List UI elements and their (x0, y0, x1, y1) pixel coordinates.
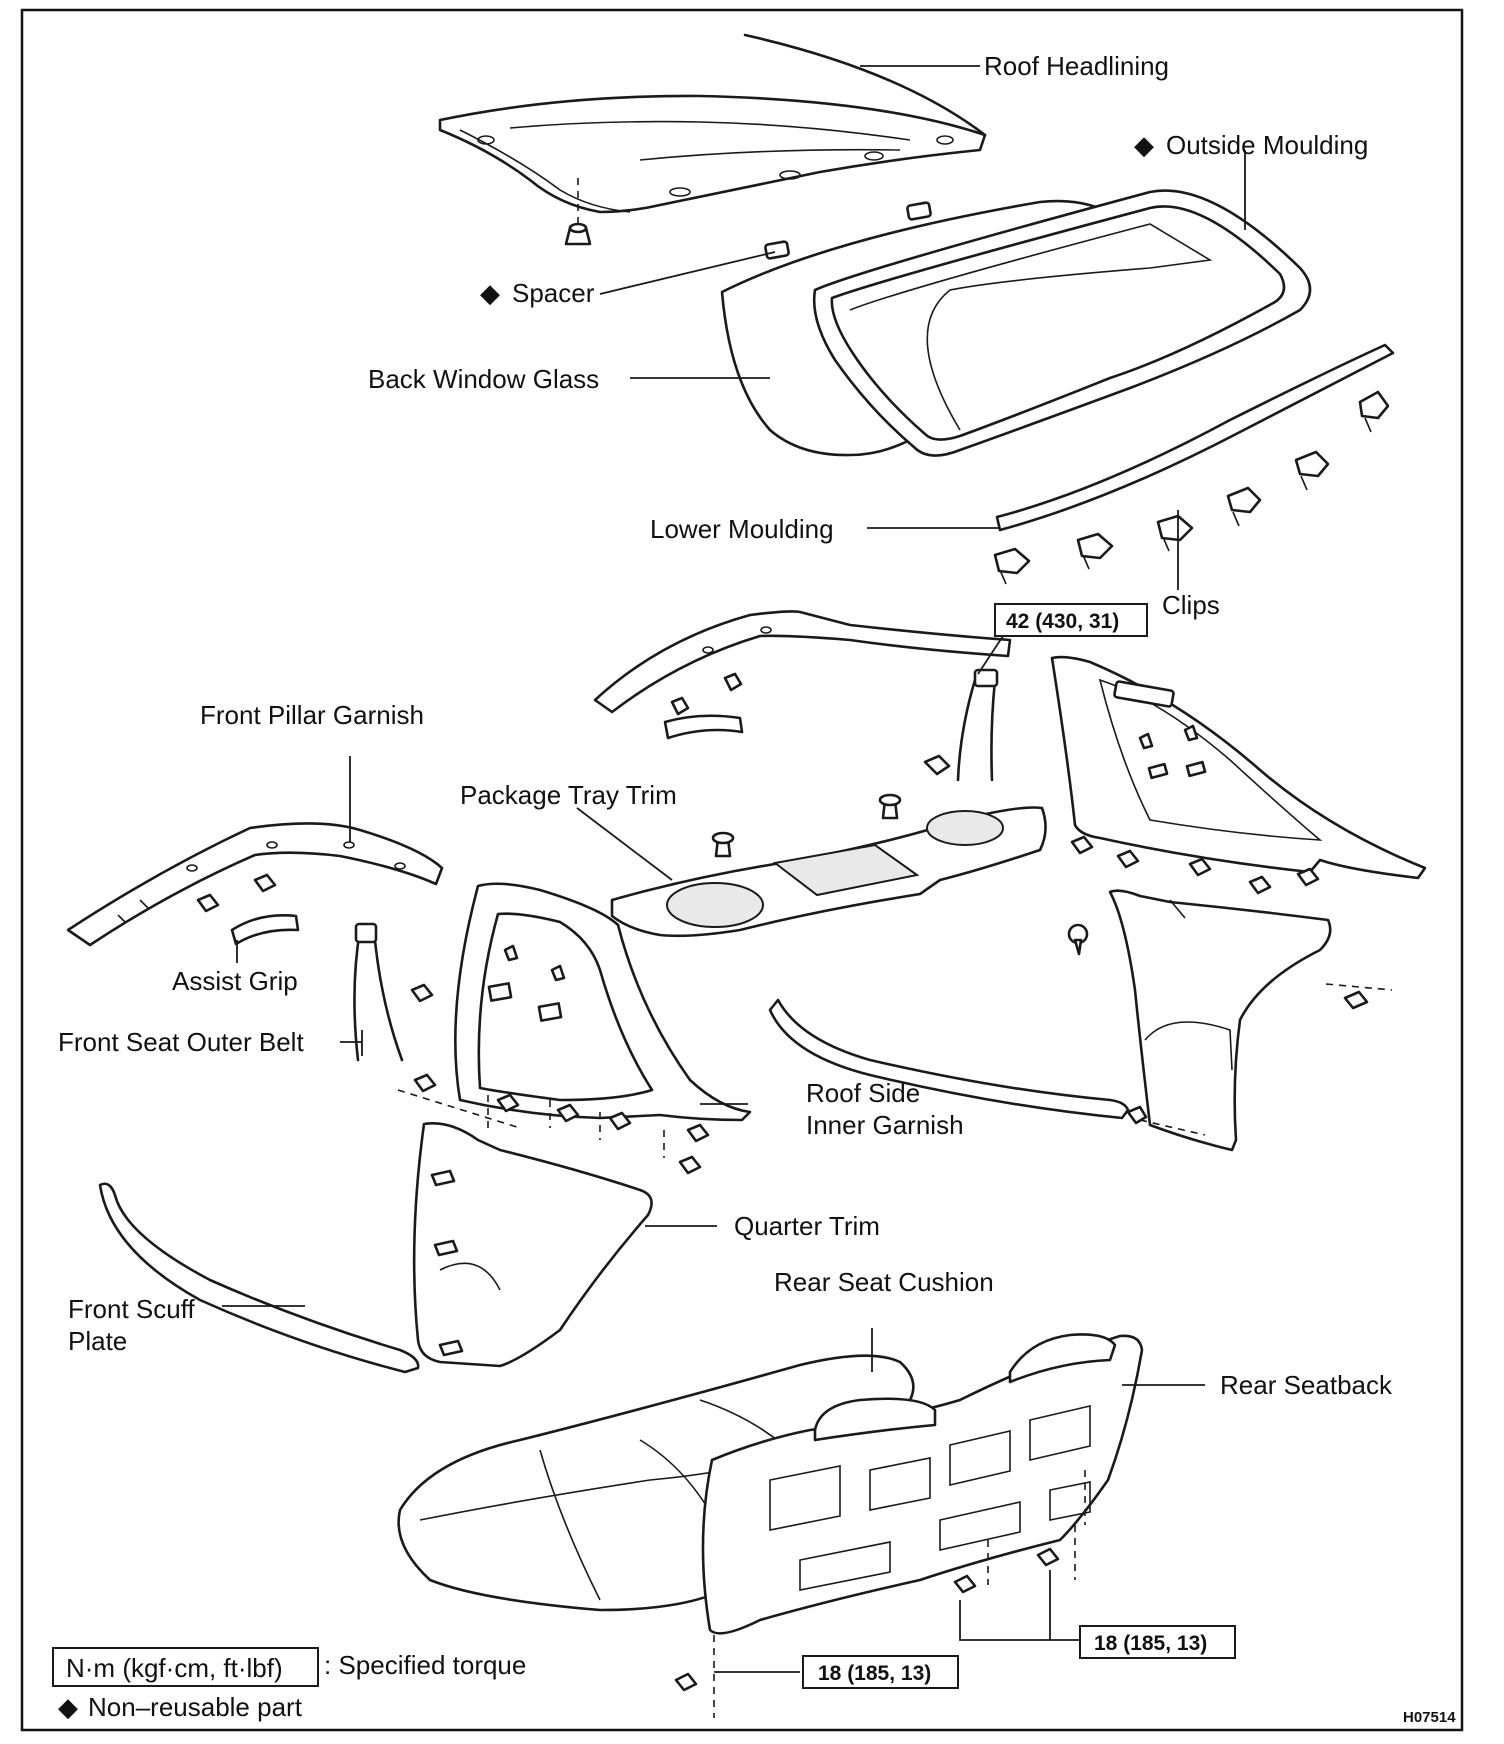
torque-seatback-bolts: 18 (185, 13) (1094, 1632, 1207, 1655)
torque-box-belt-anchor (994, 603, 1148, 637)
label-roof-side-inner-garnish-2: Inner Garnish (806, 1110, 964, 1140)
non-reusable-symbol: ◆ (480, 278, 500, 308)
front-scuff-plate (98, 1182, 420, 1374)
legend-non-reusable-desc: Non–reusable part (88, 1692, 303, 1722)
label-rear-seat-cushion: Rear Seat Cushion (774, 1267, 994, 1297)
label-lower-moulding: Lower Moulding (650, 514, 834, 544)
label-rear-seatback: Rear Seatback (1220, 1370, 1393, 1400)
label-front-pillar-garnish: Front Pillar Garnish (200, 700, 424, 730)
torque-box-seatback-bolts (1079, 1625, 1236, 1659)
torque-seat-lower-bolt: 18 (185, 13) (818, 1662, 931, 1685)
diagram-frame (20, 8, 1464, 1732)
legend-torque-box (52, 1647, 319, 1687)
spacers (764, 201, 932, 260)
label-clips: Clips (1162, 590, 1220, 620)
roof-side-inner-garnish-left (397, 882, 752, 1175)
label-front-scuff-plate-2: Plate (68, 1326, 127, 1356)
roof-side-inner-garnish-strip (768, 998, 1130, 1120)
package-tray-trim (610, 793, 1047, 938)
assist-grip (196, 873, 300, 946)
quarter-trim-left (412, 1122, 653, 1368)
upper-roof-side-garnish (593, 610, 1012, 740)
label-spacer: Spacer (512, 278, 595, 308)
label-front-seat-outer-belt: Front Seat Outer Belt (58, 1027, 304, 1057)
rear-seatback (674, 1333, 1144, 1718)
label-outside-moulding: Outside Moulding (1166, 130, 1368, 160)
roof-side-inner-garnish-right (1050, 655, 1427, 895)
figure-code: H07514 (1403, 1709, 1456, 1726)
legend: N·m (kgf·cm, ft·lbf) : Specified torque … (52, 1647, 526, 1722)
quarter-trim-right (1067, 889, 1393, 1152)
lower-moulding (995, 343, 1395, 532)
label-roof-side-inner-garnish-1: Roof Side (806, 1078, 920, 1108)
label-assist-grip: Assist Grip (172, 966, 298, 996)
label-package-tray-trim: Package Tray Trim (460, 780, 677, 810)
non-reusable-symbol: ◆ (1134, 130, 1154, 160)
label-front-scuff-plate-1: Front Scuff (68, 1294, 195, 1324)
torque-belt-anchor: 42 (430, 31) (1006, 610, 1119, 633)
legend-torque-desc: : Specified torque (324, 1650, 526, 1680)
label-roof-headlining: Roof Headlining (984, 51, 1169, 81)
front-seat-outer-belt (353, 922, 434, 1062)
front-pillar-garnish (66, 822, 444, 947)
clips (993, 390, 1390, 585)
outside-moulding (812, 189, 1312, 457)
legend-torque-unit: N·m (kgf·cm, ft·lbf) (66, 1653, 283, 1683)
legend-non-reusable-symbol: ◆ (58, 1692, 78, 1722)
label-back-window-glass: Back Window Glass (368, 364, 599, 394)
label-quarter-trim: Quarter Trim (734, 1211, 880, 1241)
leader-lines (222, 65, 1246, 1673)
torque-box-seat-lower-bolt (802, 1655, 959, 1689)
roof-headlining (438, 33, 987, 246)
rear-belt-anchor (923, 668, 999, 782)
